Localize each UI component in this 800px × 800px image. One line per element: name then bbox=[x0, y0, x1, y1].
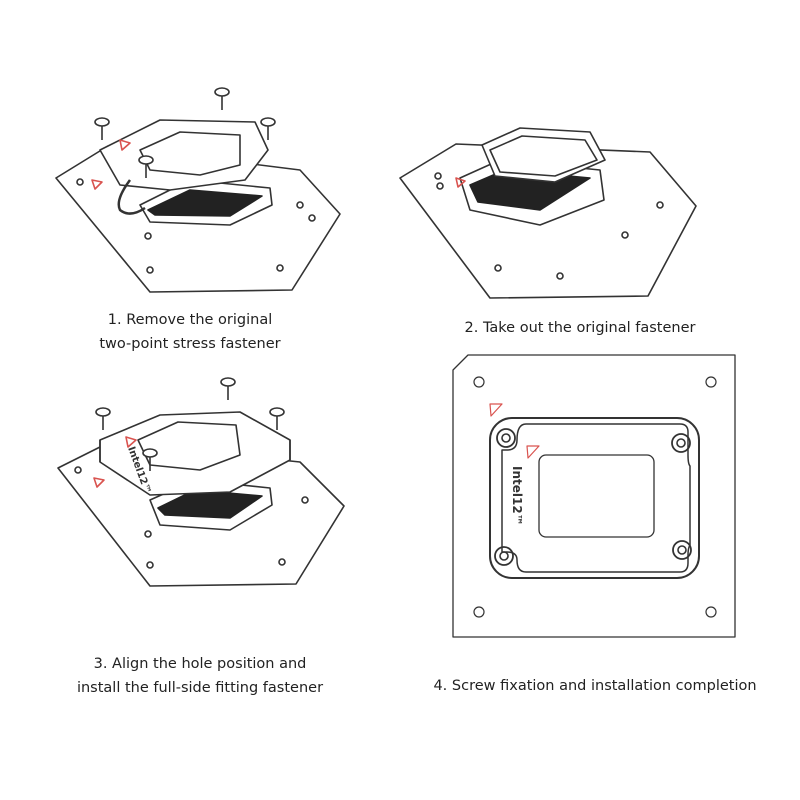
caption-line: 1. Remove the original bbox=[107, 312, 273, 328]
cpu-window bbox=[538, 454, 655, 538]
alignment-marker bbox=[119, 139, 131, 151]
load-plate bbox=[99, 119, 269, 191]
plate-holes bbox=[434, 172, 664, 280]
plate-holes bbox=[74, 466, 309, 569]
step-3-illustration: Intel12™ bbox=[57, 377, 345, 587]
alignment-marker bbox=[455, 177, 466, 188]
caption-line: 3. Align the hole position and bbox=[93, 656, 307, 672]
step-4-illustration: Intel12™ bbox=[452, 354, 736, 638]
alignment-marker bbox=[489, 403, 503, 417]
caption-line: two-point stress fastener bbox=[99, 336, 281, 352]
backplate bbox=[452, 354, 736, 638]
alignment-marker bbox=[93, 477, 105, 488]
step-2-illustration bbox=[399, 127, 697, 299]
bracket-label: Intel12™ bbox=[510, 466, 524, 526]
alignment-marker bbox=[125, 436, 137, 448]
step-3-caption: 3. Align the hole position and install t… bbox=[40, 652, 360, 700]
step-1-illustration bbox=[55, 87, 341, 293]
caption-line: 2. Take out the original fastener bbox=[464, 320, 696, 336]
plate-holes bbox=[473, 376, 717, 618]
step-1-caption: 1. Remove the original two-point stress … bbox=[60, 308, 320, 356]
step-4-caption: 4. Screw fixation and installation compl… bbox=[420, 674, 770, 698]
torx-screws bbox=[494, 428, 692, 566]
caption-line: install the full-side fitting fastener bbox=[76, 680, 324, 696]
plate-holes bbox=[76, 178, 316, 274]
fastener-outer bbox=[489, 417, 700, 579]
alignment-marker bbox=[91, 179, 103, 190]
screws bbox=[95, 377, 285, 471]
caption-line: 4. Screw fixation and installation compl… bbox=[433, 678, 757, 694]
alignment-marker bbox=[526, 445, 540, 459]
screws bbox=[94, 87, 276, 178]
step-2-caption: 2. Take out the original fastener bbox=[430, 316, 730, 340]
